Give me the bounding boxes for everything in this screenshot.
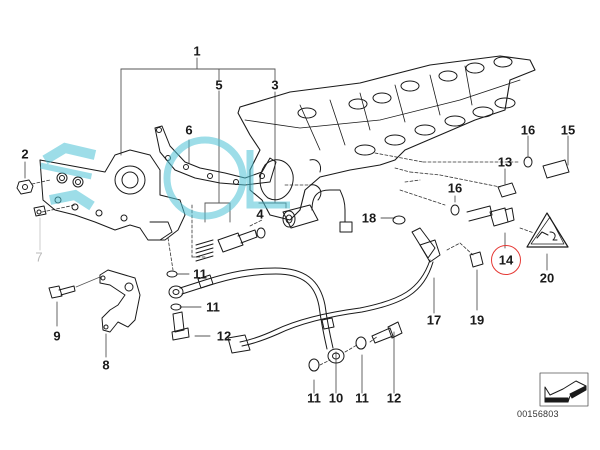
bracket-leaders (24, 57, 569, 394)
highlight-circle (491, 245, 521, 275)
part-stud (33, 205, 47, 217)
o-ring (392, 215, 406, 225)
gasket (154, 125, 277, 186)
callout-7[interactable]: 7 (35, 249, 43, 265)
callout-3[interactable]: 3 (271, 77, 279, 93)
callout-11-middle[interactable]: 11 (206, 299, 220, 315)
callout-16-middle[interactable]: 16 (447, 180, 463, 196)
screw-plugs (450, 156, 570, 227)
callout-9[interactable]: 9 (53, 328, 61, 344)
callout-12-right[interactable]: 12 (386, 390, 402, 406)
oil-hose (168, 267, 345, 364)
callout-11-upper[interactable]: 11 (193, 266, 207, 282)
callout-13[interactable]: 13 (497, 154, 513, 170)
callout-5[interactable]: 5 (215, 77, 223, 93)
callout-18[interactable]: 18 (361, 210, 377, 226)
callout-20[interactable]: 20 (539, 270, 555, 286)
diagram-number: 00156803 (517, 409, 559, 419)
cylinder-head (237, 55, 536, 221)
orientation-symbol (539, 372, 589, 407)
callout-1[interactable]: 1 (193, 43, 201, 59)
callout-2[interactable]: 2 (21, 146, 29, 162)
sealing-washers (166, 270, 367, 372)
callout-15[interactable]: 15 (560, 122, 576, 138)
callout-19[interactable]: 19 (469, 312, 485, 328)
assembly-dashed-lines (31, 152, 535, 366)
callout-14[interactable]: 14 (498, 252, 514, 268)
callout-16-upper[interactable]: 16 (520, 122, 536, 138)
callout-6[interactable]: 6 (185, 122, 193, 138)
solenoid (282, 189, 353, 233)
callout-10[interactable]: 10 (328, 390, 344, 406)
callout-17[interactable]: 17 (426, 312, 442, 328)
spring-valve-parts (195, 227, 266, 262)
callout-4[interactable]: 4 (256, 206, 264, 222)
bracket-bolt (48, 285, 76, 299)
part-nut (16, 179, 34, 195)
connector (469, 251, 484, 268)
banjo-bolts (171, 311, 403, 344)
watermark (39, 136, 290, 220)
callout-12-left[interactable]: 12 (216, 328, 232, 344)
warning-label (526, 212, 569, 248)
callout-11-bottom-right[interactable]: 11 (355, 390, 369, 406)
callout-11-bottom-left[interactable]: 11 (307, 390, 321, 406)
mounting-bracket (99, 269, 141, 333)
sensor-cable (227, 227, 441, 354)
callout-8[interactable]: 8 (102, 357, 110, 373)
